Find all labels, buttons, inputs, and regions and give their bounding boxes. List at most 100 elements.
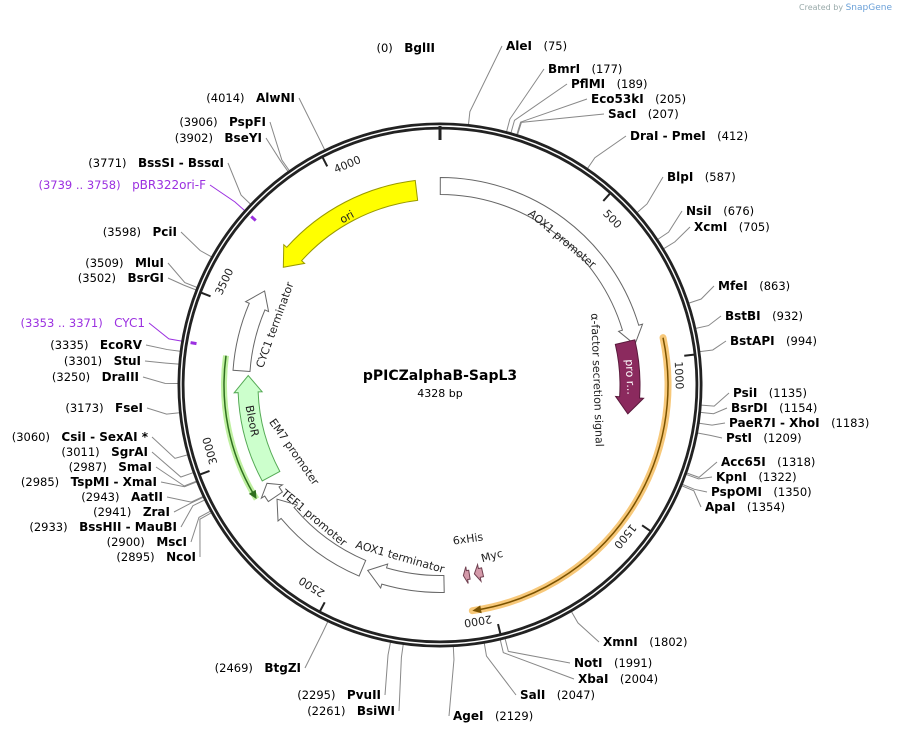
- enzyme-label[interactable]: Acc65I (1318): [721, 455, 815, 469]
- enzyme-leader-line: [571, 611, 600, 643]
- enzyme-position: (1322): [758, 470, 797, 484]
- enzyme-name: CsiI - SexAI *: [61, 430, 148, 444]
- enzyme-label[interactable]: XmnI (1802): [603, 635, 687, 649]
- enzyme-label[interactable]: (4014) AlwNI: [206, 91, 295, 105]
- enzyme-position: (1183): [831, 416, 870, 430]
- enzyme-position: (2987): [68, 460, 107, 474]
- enzyme-label[interactable]: (2985) TspMI - XmaI: [21, 475, 157, 489]
- enzyme-leader-line: [516, 98, 588, 135]
- alpha-factor-secretion-signal-feature[interactable]: [476, 337, 669, 611]
- enzyme-label[interactable]: PflMI (189): [571, 77, 648, 91]
- enzyme-label[interactable]: (2941) ZraI: [93, 505, 170, 519]
- enzyme-label[interactable]: (3906) PspFI: [179, 115, 266, 129]
- enzyme-label[interactable]: BsrDI (1154): [731, 401, 817, 415]
- enzyme-label[interactable]: NotI (1991): [574, 656, 652, 670]
- myc-label: Myc: [480, 547, 505, 565]
- enzyme-label[interactable]: KpnI (1322): [716, 470, 797, 484]
- enzyme-label[interactable]: SacI (207): [608, 107, 679, 121]
- enzyme-leader-line: [467, 45, 503, 125]
- enzyme-label[interactable]: (3598) PciI: [103, 225, 177, 239]
- tef1-promoter-feature[interactable]: [276, 498, 367, 577]
- enzyme-label[interactable]: BmrI (177): [548, 62, 622, 76]
- enzyme-label[interactable]: (3011) SgrAI: [61, 445, 148, 459]
- enzyme-label[interactable]: ApaI (1354): [705, 500, 785, 514]
- enzyme-label[interactable]: (3771) BssSI - BssαI: [88, 156, 224, 170]
- enzyme-name: pBR322ori-F: [132, 178, 206, 192]
- enzyme-leader-line: [701, 392, 730, 407]
- enzyme-leader-line: [483, 643, 517, 696]
- enzyme-label[interactable]: (0) BglII: [376, 41, 435, 55]
- enzyme-position: (4014): [206, 91, 245, 105]
- em7-promoter-feature[interactable]: [260, 482, 284, 503]
- enzyme-leader-line: [506, 68, 545, 132]
- enzyme-label[interactable]: (3509) MluI: [85, 256, 164, 270]
- enzyme-name: MfeI: [718, 279, 748, 293]
- enzyme-label[interactable]: (3173) FseI: [65, 401, 143, 415]
- enzyme-position: (3502): [77, 271, 117, 285]
- enzyme-leader-line: [265, 137, 289, 172]
- enzyme-position: (2469): [214, 661, 253, 675]
- enzyme-label[interactable]: DraI - PmeI (412): [630, 129, 748, 143]
- enzyme-position: (3771): [88, 156, 127, 170]
- enzyme-label[interactable]: (2943) AatII: [81, 490, 163, 504]
- cyc1-terminator-feature[interactable]: [232, 290, 270, 372]
- enzyme-label[interactable]: (2987) SmaI: [69, 460, 152, 474]
- bp-tick-label: 1000: [672, 361, 686, 390]
- enzyme-position: (1802): [649, 635, 688, 649]
- enzyme-leader-line: [681, 485, 702, 508]
- enzyme-label[interactable]: PaeR7I - XhoI (1183): [729, 416, 869, 430]
- enzyme-leader-line: [636, 176, 664, 213]
- pro-region-feature[interactable]: [614, 339, 645, 415]
- enzyme-position: (932): [772, 309, 804, 323]
- enzyme-label[interactable]: XbaI (2004): [578, 672, 658, 686]
- enzyme-label[interactable]: (3250) DraIII: [52, 370, 139, 384]
- enzyme-label[interactable]: (2895) NcoI: [116, 550, 196, 564]
- enzyme-label[interactable]: AleI (75): [506, 39, 567, 53]
- enzyme-label[interactable]: NsiI (676): [686, 204, 754, 218]
- bleor-feature[interactable]: [233, 374, 281, 482]
- enzyme-name: BsiWI: [356, 704, 395, 718]
- enzyme-name: FseI: [115, 401, 143, 415]
- enzyme-label[interactable]: PspOMI (1350): [711, 485, 812, 499]
- enzyme-label[interactable]: MfeI (863): [718, 279, 790, 293]
- aox1-terminator-feature[interactable]: [366, 563, 445, 593]
- enzyme-position: (2129): [494, 709, 534, 723]
- bp-tick-label: 500: [600, 207, 624, 231]
- enzyme-name: BlpI: [667, 170, 694, 184]
- enzyme-label[interactable]: (2900) MscI: [107, 535, 187, 549]
- enzyme-label[interactable]: (2469) BtgZI: [215, 661, 301, 675]
- primer-label[interactable]: (3739 .. 3758) pBR322ori-F: [38, 178, 206, 192]
- enzyme-label[interactable]: SalI (2047): [520, 688, 595, 702]
- enzyme-label[interactable]: PsiI (1135): [733, 386, 807, 400]
- enzyme-position: (3353 .. 3371): [20, 316, 103, 330]
- enzyme-label[interactable]: (2295) PvuII: [297, 688, 381, 702]
- enzyme-leader-line: [160, 481, 197, 488]
- primer-site-mark: [250, 215, 257, 222]
- enzyme-label[interactable]: (3301) StuI: [64, 354, 141, 368]
- primer-site-mark: [190, 341, 197, 346]
- enzyme-label[interactable]: BlpI (587): [667, 170, 736, 184]
- enzyme-label[interactable]: PstI (1209): [726, 431, 802, 445]
- ori-feature[interactable]: [282, 179, 419, 268]
- enzyme-label[interactable]: (3902) BseYI: [175, 131, 262, 145]
- enzyme-leader-line: [686, 473, 713, 480]
- enzyme-leader-line: [146, 407, 180, 415]
- enzyme-leader-line: [700, 407, 728, 415]
- bp-tick: [602, 192, 611, 202]
- enzyme-label[interactable]: (3060) CsiI - SexAI *: [12, 430, 148, 444]
- enzyme-label[interactable]: AgeI (2129): [453, 709, 533, 723]
- enzyme-label[interactable]: BstBI (932): [725, 309, 803, 323]
- enzyme-label[interactable]: (3335) EcoRV: [50, 338, 142, 352]
- enzyme-label[interactable]: BstAPI (994): [730, 334, 817, 348]
- enzyme-label[interactable]: (2933) BssHII - MauBI: [29, 520, 177, 534]
- 6xhis-tag-feature[interactable]: [462, 566, 471, 584]
- primer-label[interactable]: (3353 .. 3371) CYC1: [21, 316, 145, 330]
- enzyme-label[interactable]: Eco53kI (205): [591, 92, 686, 106]
- enzyme-label[interactable]: (2261) BsiWI: [307, 704, 395, 718]
- enzyme-leader-line: [510, 83, 568, 133]
- enzyme-label[interactable]: (3502) BsrGI: [78, 271, 164, 285]
- enzyme-position: (3250): [51, 370, 91, 384]
- myc-tag-feature[interactable]: [473, 562, 485, 583]
- aox1-promoter-feature[interactable]: [439, 176, 644, 346]
- enzyme-label[interactable]: XcmI (705): [694, 220, 770, 234]
